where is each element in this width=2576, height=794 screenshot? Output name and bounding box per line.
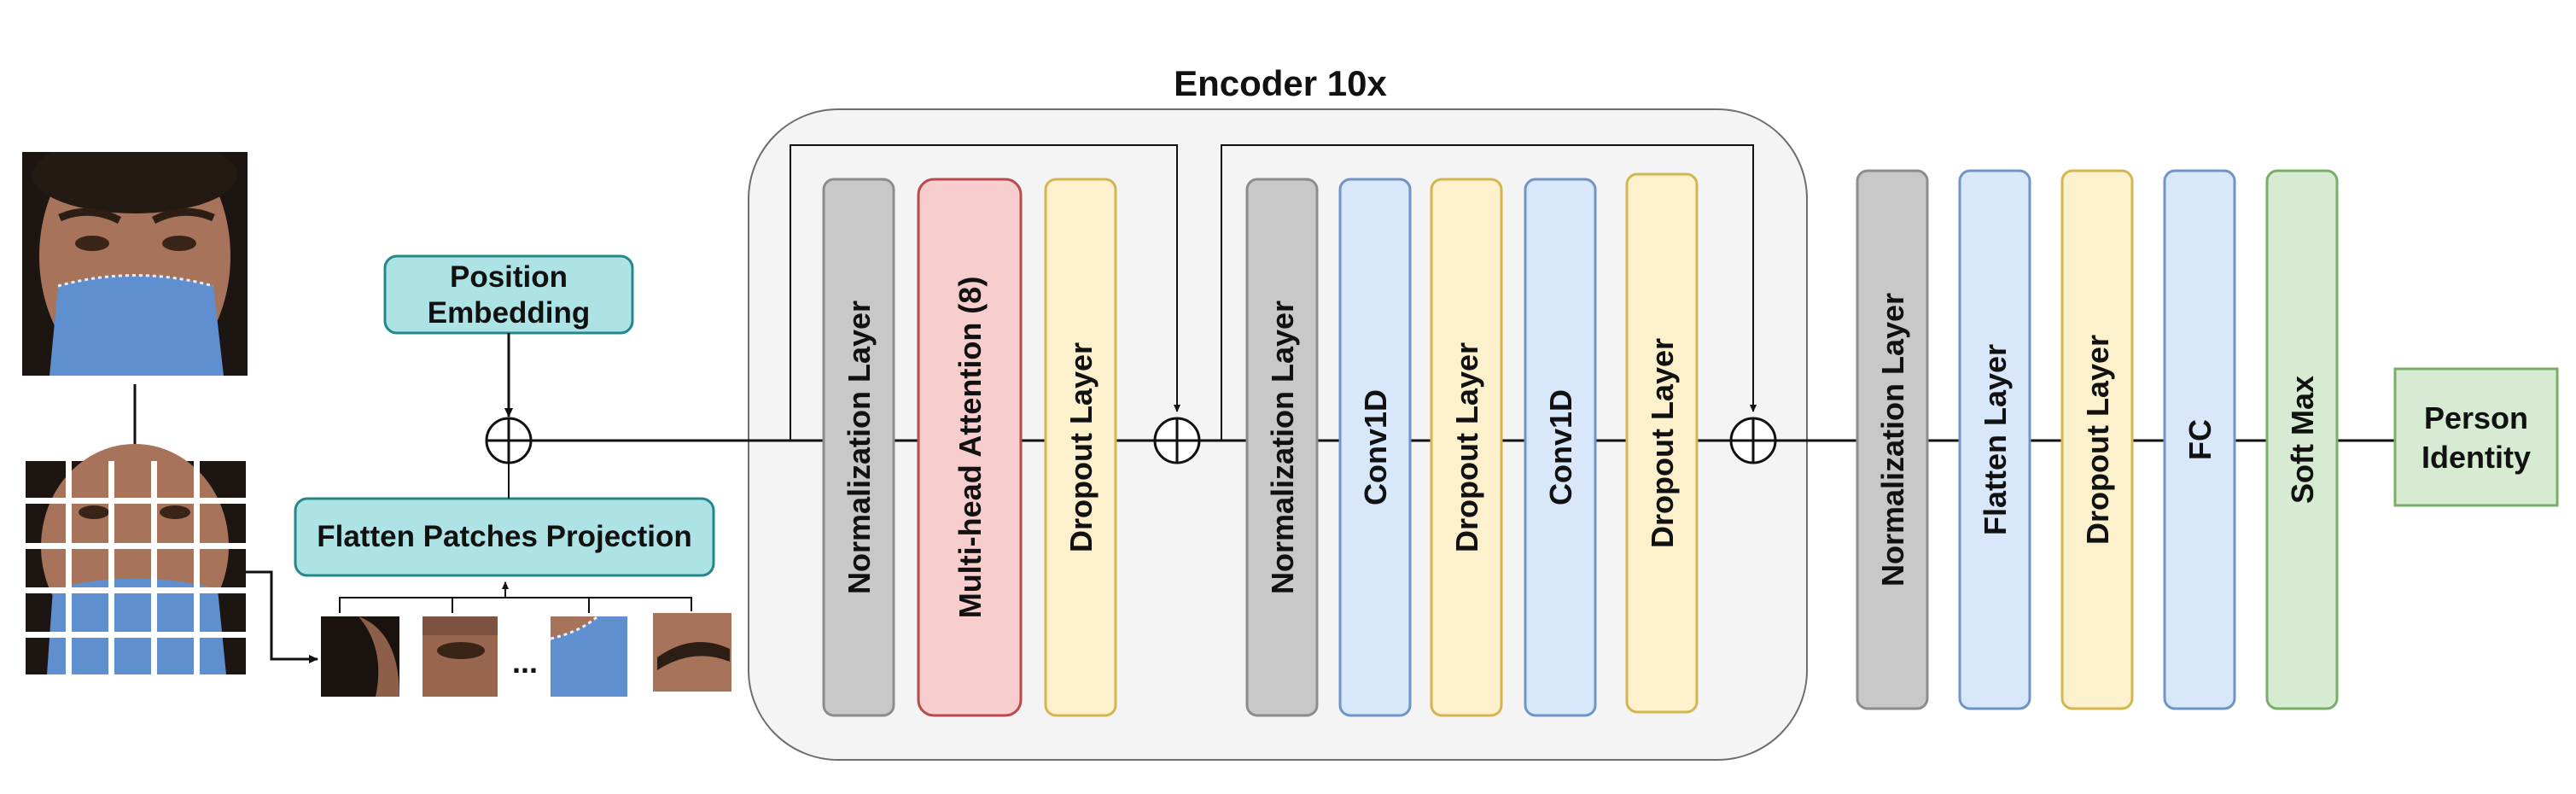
patch-grid-image xyxy=(26,444,246,674)
position-embedding-label-1: Position xyxy=(450,260,568,294)
encoder-norm-layer-2: Normalization Layer xyxy=(1245,178,1319,717)
head-dropout-layer-label: Dropout Layer xyxy=(2080,335,2115,545)
encoder-dropout-layer-1: Dropout Layer xyxy=(1044,178,1117,717)
patch-ellipsis: ... xyxy=(512,645,538,680)
encoder-attention-layer: Multi-head Attention (8) xyxy=(917,178,1023,717)
flatten-patches-projection-box xyxy=(294,497,715,577)
head-softmax-layer: Soft Max xyxy=(2265,169,2339,710)
person-identity-box xyxy=(2393,367,2559,507)
encoder-attention-layer-label: Multi-head Attention (8) xyxy=(953,277,988,619)
encoder-dropout-layer-1-label: Dropout Layer xyxy=(1064,342,1099,552)
head-dropout-layer: Dropout Layer xyxy=(2060,169,2134,710)
masked-face-image xyxy=(22,152,248,376)
head-flatten-layer-label: Flatten Layer xyxy=(1978,344,2013,535)
head-norm-layer-label: Normalization Layer xyxy=(1875,293,1910,587)
encoder-dropout-layer-2: Dropout Layer xyxy=(1430,178,1503,717)
person-identity-label-2: Identity xyxy=(2422,440,2531,475)
encoder-conv1d-2: Conv1D xyxy=(1524,178,1597,717)
patch-sample-3 xyxy=(550,615,627,697)
encoder-conv1d-2-label: Conv1D xyxy=(1543,389,1578,505)
encoder-conv1d-1: Conv1D xyxy=(1338,178,1412,717)
encoder-conv1d-1-label: Conv1D xyxy=(1358,389,1393,505)
encoder-dropout-layer-3: Dropout Layer xyxy=(1625,172,1699,714)
head-fc-layer: FC xyxy=(2163,169,2236,710)
head-softmax-layer-label: Soft Max xyxy=(2285,376,2320,504)
encoder-norm-layer-1: Normalization Layer xyxy=(822,178,895,717)
add-node-embedding xyxy=(485,417,533,464)
position-embedding-label-2: Embedding xyxy=(428,296,591,330)
encoder-dropout-layer-3-label: Dropout Layer xyxy=(1645,338,1680,548)
encoder-title: Encoder 10x xyxy=(1174,63,1387,103)
encoder-norm-layer-2-label: Normalization Layer xyxy=(1265,301,1300,594)
head-fc-layer-label: FC xyxy=(2183,419,2218,460)
add-node-residual-1 xyxy=(1153,417,1201,464)
person-identity-label-1: Person xyxy=(2424,400,2528,435)
head-norm-layer: Normalization Layer xyxy=(1856,169,1929,710)
flatten-patches-projection-label: Flatten Patches Projection xyxy=(317,520,692,553)
patch-sample-1 xyxy=(321,616,399,697)
head-flatten-layer: Flatten Layer xyxy=(1958,169,2031,710)
add-node-residual-2 xyxy=(1729,417,1777,464)
patch-sample-4 xyxy=(653,613,731,692)
encoder-norm-layer-1-label: Normalization Layer xyxy=(842,301,877,594)
encoder-dropout-layer-2-label: Dropout Layer xyxy=(1449,342,1484,552)
patch-sample-2 xyxy=(423,616,498,697)
